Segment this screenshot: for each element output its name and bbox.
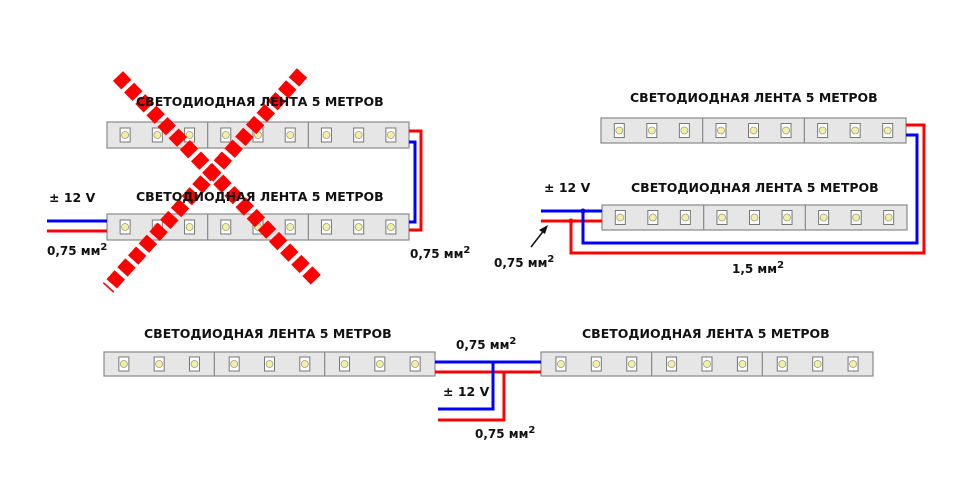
led-chip: [590, 356, 602, 372]
strip-label-a2: СВЕТОДИОДНАЯ ЛЕНТА 5 МЕТРОВ: [136, 189, 384, 204]
led-chip: [151, 127, 163, 143]
led-chip: [284, 219, 296, 235]
junction-negative-b: [580, 208, 586, 214]
wire-positive-c-feed: [438, 372, 506, 422]
led-chip: [748, 123, 759, 138]
strip-label-b1: СВЕТОДИОДНАЯ ЛЕНТА 5 МЕТРОВ: [630, 90, 878, 105]
led-chip: [736, 356, 748, 372]
led-chip: [849, 123, 861, 138]
wire-negative-c-feed: [438, 362, 495, 411]
led-chip: [385, 219, 397, 235]
wire-positive-a-link: [409, 129, 423, 232]
wire-size-b-feed: 1,5 мм2: [732, 260, 785, 276]
led-chip: [883, 210, 895, 225]
led-chip: [818, 210, 830, 225]
led-chip: [284, 127, 296, 143]
led-chip: [614, 210, 626, 225]
led-chip: [847, 356, 859, 372]
wire-negative-a-link: [409, 140, 417, 224]
wire-size-b-in: 0,75 мм2: [494, 254, 555, 270]
strip-label-c2: СВЕТОДИОДНАЯ ЛЕНТА 5 МЕТРОВ: [582, 326, 830, 341]
wire-size-a-link: 0,75 мм2: [410, 245, 471, 261]
voltage-label-c: ± 12 V: [443, 384, 490, 399]
led-chip: [613, 123, 625, 138]
led-chip: [184, 219, 196, 235]
led-chip: [184, 127, 196, 143]
led-chip: [882, 123, 894, 138]
voltage-label-b: ± 12 V: [544, 180, 591, 195]
cross-out-mark: [102, 68, 322, 293]
strip-label-a1: СВЕТОДИОДНАЯ ЛЕНТА 5 МЕТРОВ: [136, 94, 384, 109]
led-chip: [339, 356, 351, 372]
led-strip-c1: [103, 351, 436, 377]
led-chip: [666, 356, 678, 372]
led-chip: [679, 210, 691, 225]
led-chip: [781, 210, 793, 225]
strip-label-b2: СВЕТОДИОДНАЯ ЛЕНТА 5 МЕТРОВ: [631, 180, 879, 195]
led-strip-c2: [540, 351, 874, 377]
wire-size-c-feed: 0,75 мм2: [475, 425, 536, 441]
led-strip-b2: [601, 204, 908, 231]
led-strip-b1: [600, 117, 907, 144]
led-chip: [626, 356, 638, 372]
led-chip: [555, 356, 567, 372]
led-chip: [647, 210, 659, 225]
voltage-label-a: ± 12 V: [49, 190, 96, 205]
wire-negative-b-feed: [581, 133, 919, 245]
led-chip: [119, 127, 131, 143]
led-chip: [817, 123, 829, 138]
led-chip: [701, 356, 713, 372]
strip-label-c1: СВЕТОДИОДНАЯ ЛЕНТА 5 МЕТРОВ: [144, 326, 392, 341]
led-chip: [374, 356, 386, 372]
led-chip: [153, 356, 165, 372]
led-chip: [220, 127, 232, 143]
led-chip: [812, 356, 824, 372]
led-chip: [118, 356, 130, 372]
led-chip: [264, 356, 275, 372]
led-chip: [646, 123, 658, 138]
led-chip: [188, 356, 200, 372]
led-chip: [776, 356, 788, 372]
wire-positive-b-feed: [569, 123, 926, 255]
led-chip: [715, 123, 727, 138]
led-chip: [353, 127, 365, 143]
led-chip: [749, 210, 760, 225]
led-chip: [299, 356, 311, 372]
led-chip: [716, 210, 728, 225]
junction-positive-b: [568, 218, 574, 224]
led-chip: [780, 123, 792, 138]
arrow-head: [539, 225, 548, 234]
led-chip: [228, 356, 240, 372]
led-chip: [119, 219, 131, 235]
led-chip: [678, 123, 690, 138]
wire-size-c-bridge: 0,75 мм2: [456, 336, 517, 352]
led-chip: [850, 210, 862, 225]
led-chip: [320, 219, 332, 235]
led-chip: [385, 127, 397, 143]
led-chip: [220, 219, 232, 235]
wire-size-a-in: 0,75 мм2: [47, 242, 108, 258]
led-chip: [409, 356, 421, 372]
led-chip: [320, 127, 332, 143]
led-chip: [353, 219, 365, 235]
